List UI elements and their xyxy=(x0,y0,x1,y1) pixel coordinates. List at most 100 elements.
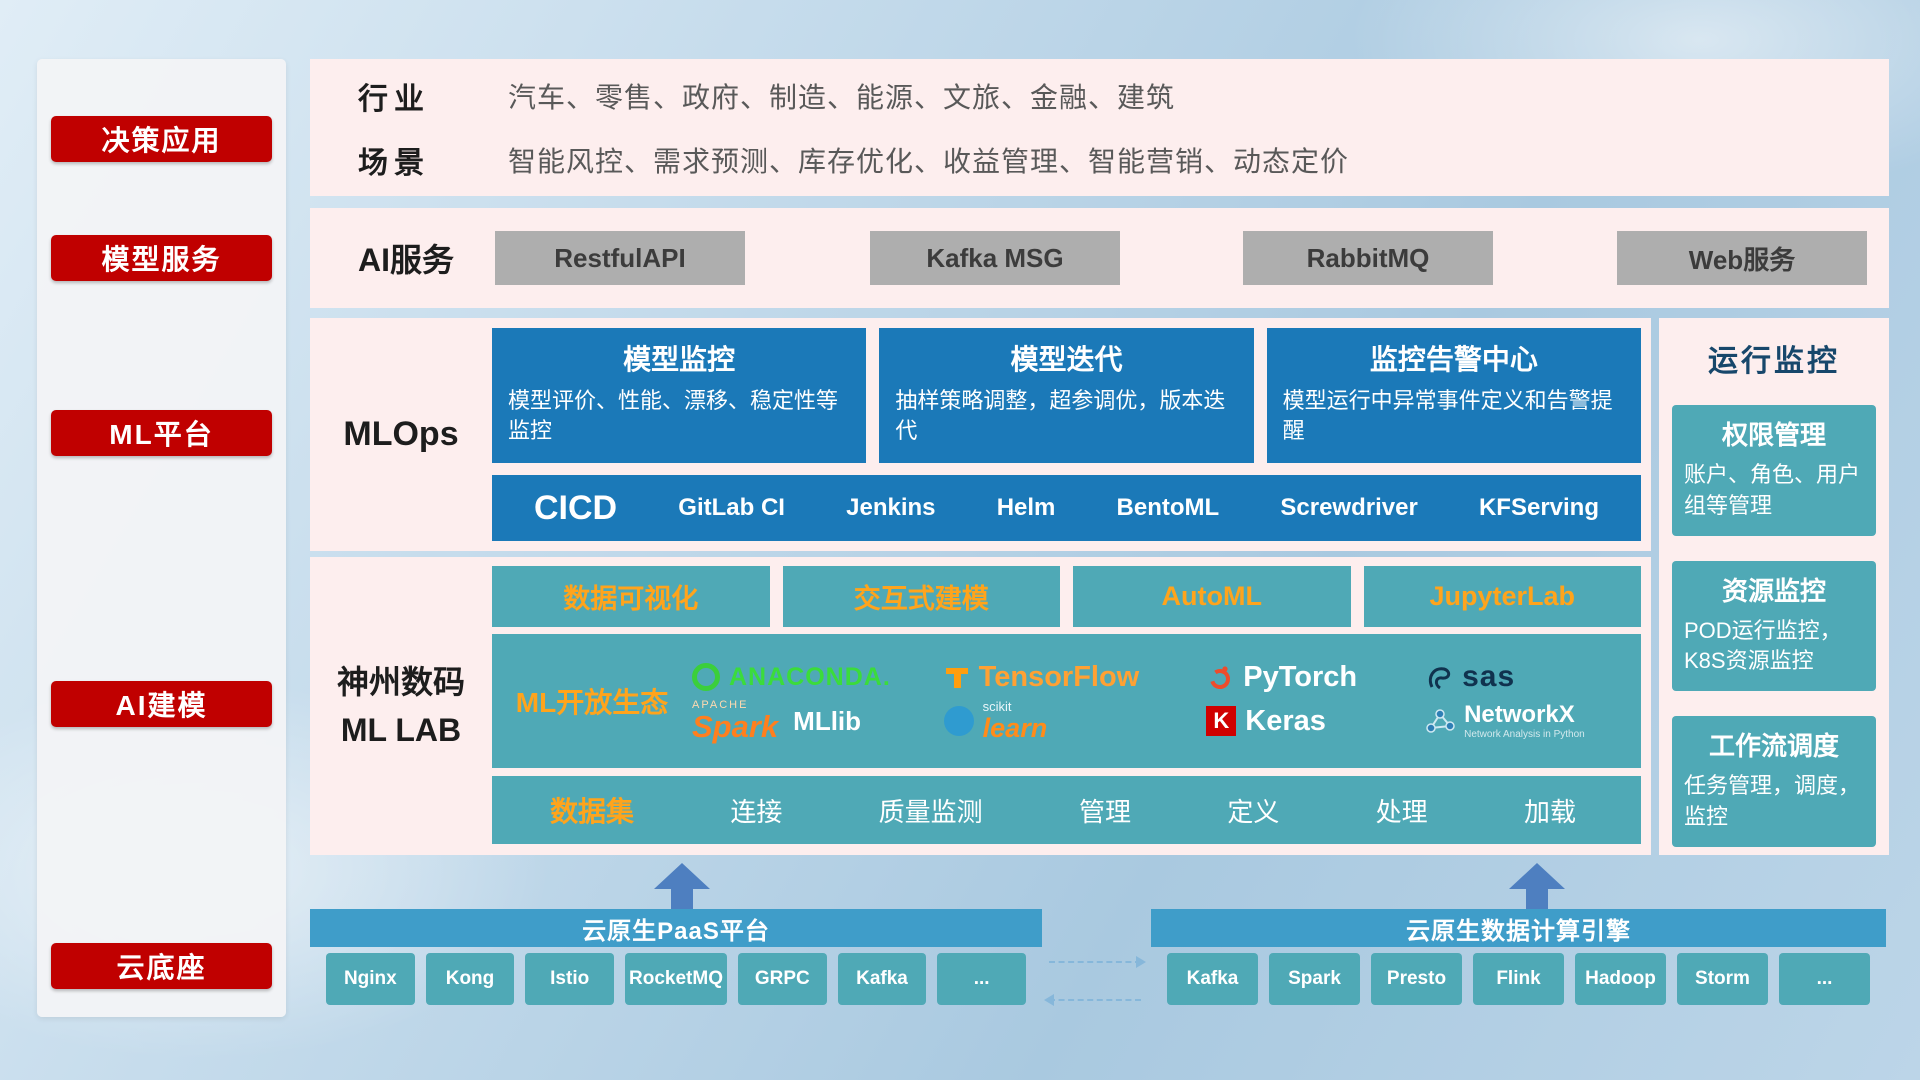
pytorch-icon xyxy=(1210,666,1231,689)
component-kafka: Kafka xyxy=(837,953,927,1005)
mllib-wordmark: MLlib xyxy=(793,705,862,736)
component-spark: Spark xyxy=(1269,953,1360,1005)
pytorch-wordmark: PyTorch xyxy=(1243,660,1358,693)
mllab-tools-row: 数据可视化 交互式建模 AutoML JupyterLab xyxy=(492,566,1641,627)
tensorflow-icon xyxy=(945,668,968,688)
paas-platform-bar: 云原生PaaS平台 xyxy=(310,909,1042,947)
tool-bentoml: BentoML xyxy=(1116,494,1220,521)
scenario-label: 场景 xyxy=(358,146,430,180)
dashed-arrow-right-icon xyxy=(1049,956,1146,968)
networkx-label: NetworkX xyxy=(1464,701,1575,729)
card-title: 模型监控 xyxy=(623,344,736,375)
runtime-monitor-panel: 运行监控 权限管理 账户、角色、用户组等管理 资源监控 POD运行监控，K8S资… xyxy=(1659,318,1889,855)
dataset-item-manage: 管理 xyxy=(1078,796,1131,827)
tool-jupyterlab: JupyterLab xyxy=(1363,566,1641,627)
card-workflow-scheduling: 工作流调度 任务管理，调度，监控 xyxy=(1672,716,1876,847)
card-title: 资源监控 xyxy=(1721,575,1826,606)
tool-data-visualization: 数据可视化 xyxy=(492,566,770,627)
tool-interactive-modeling: 交互式建模 xyxy=(782,566,1060,627)
sidebar-item-model-service: 模型服务 xyxy=(51,235,272,281)
industry-row: 行业 汽车、零售、政府、制造、能源、文旅、金融、建筑 xyxy=(358,74,1889,118)
keras-icon: K xyxy=(1206,706,1237,736)
component-grpc: GRPC xyxy=(737,953,827,1005)
dataset-item-load: 加载 xyxy=(1523,796,1576,827)
component-nginx: Nginx xyxy=(326,953,415,1005)
tool-kfserving: KFServing xyxy=(1478,494,1599,521)
service-web: Web服务 xyxy=(1617,231,1867,285)
up-arrow-icon xyxy=(1509,863,1565,909)
card-resource-monitoring: 资源监控 POD运行监控，K8S资源监控 xyxy=(1672,560,1876,692)
mlops-panel: MLOps 模型监控 模型评价、性能、漂移、稳定性等监控 模型迭代 抽样策略调整… xyxy=(310,318,1651,551)
card-desc: POD运行监控，K8S资源监控 xyxy=(1684,617,1842,674)
dataset-label: 数据集 xyxy=(550,796,635,827)
component-rocketmq: RocketMQ xyxy=(625,953,727,1005)
sas-wordmark: sas xyxy=(1462,660,1516,693)
industry-panel: 行业 汽车、零售、政府、制造、能源、文旅、金融、建筑 场景 智能风控、需求预测、… xyxy=(310,59,1889,196)
dataset-item-process: 处理 xyxy=(1375,796,1428,827)
cicd-label: CICD xyxy=(534,488,618,527)
scikit-learn-icon xyxy=(943,705,974,736)
keras-wordmark: Keras xyxy=(1245,704,1326,737)
up-arrow-icon xyxy=(654,863,710,909)
component-kafka: Kafka xyxy=(1167,953,1258,1005)
component-more: ... xyxy=(937,953,1026,1005)
logo-networkx: NetworkX Network Analysis in Python xyxy=(1425,701,1633,740)
component-flink: Flink xyxy=(1473,953,1564,1005)
anaconda-wordmark: ANACONDA. xyxy=(729,662,891,691)
card-desc: 任务管理，调度，监控 xyxy=(1684,773,1861,829)
scikit-learn-wordmark: scikit learn xyxy=(983,700,1048,742)
mlops-cards: 模型监控 模型评价、性能、漂移、稳定性等监控 模型迭代 抽样策略调整，超参调优，… xyxy=(492,328,1641,463)
industry-label: 行业 xyxy=(358,82,430,116)
networkx-icon xyxy=(1426,709,1455,733)
card-title: 工作流调度 xyxy=(1708,731,1839,762)
component-hadoop: Hadoop xyxy=(1575,953,1666,1005)
tool-jenkins: Jenkins xyxy=(846,494,936,521)
component-presto: Presto xyxy=(1371,953,1462,1005)
card-title: 监控告警中心 xyxy=(1369,344,1538,375)
dataset-bar: 数据集 连接 质量监测 管理 定义 处理 加载 xyxy=(492,776,1641,844)
card-title: 权限管理 xyxy=(1721,420,1826,450)
card-desc: 模型运行中异常事件定义和告警提醒 xyxy=(1282,388,1613,443)
dataset-item-define: 定义 xyxy=(1227,796,1280,827)
card-title: 模型迭代 xyxy=(1010,344,1123,375)
card-model-monitoring: 模型监控 模型评价、性能、漂移、稳定性等监控 xyxy=(492,328,867,463)
logo-sas: sas xyxy=(1425,660,1633,694)
ai-service-label: AI服务 xyxy=(358,242,455,278)
service-rabbitmq: RabbitMQ xyxy=(1243,231,1493,285)
ml-ecosystem-label: ML开放生态 xyxy=(515,687,669,718)
tensorflow-wordmark: TensorFlow xyxy=(978,660,1140,693)
tool-automl: AutoML xyxy=(1073,566,1351,627)
component-storm: Storm xyxy=(1677,953,1768,1005)
logo-scikit-learn: scikit learn xyxy=(943,700,1207,742)
networkx-wordmark: NetworkX Network Analysis in Python xyxy=(1464,701,1585,740)
layer-sidebar: 决策应用 模型服务 ML平台 AI建模 云底座 xyxy=(37,59,286,1017)
runtime-monitor-title: 运行监控 xyxy=(1708,345,1840,378)
component-more: ... xyxy=(1779,953,1870,1005)
mllab-label-line2: ML LAB xyxy=(340,712,462,748)
tool-screwdriver: Screwdriver xyxy=(1280,494,1418,521)
tool-helm: Helm xyxy=(996,494,1056,521)
data-engine-bar: 云原生数据计算引擎 xyxy=(1151,909,1886,947)
mllab-label: 神州数码 ML LAB xyxy=(310,557,492,855)
sidebar-item-ml-platform: ML平台 xyxy=(51,410,272,456)
spark-label: Spark xyxy=(692,709,779,744)
logo-keras: K Keras xyxy=(1206,705,1425,738)
service-kafka-msg: Kafka MSG xyxy=(870,231,1120,285)
mlops-label: MLOps xyxy=(343,415,459,453)
ml-ecosystem-box: ML开放生态 ANACONDA. TensorFlow PyTorch sas xyxy=(492,634,1641,768)
scikit-label: scikit xyxy=(982,699,1012,714)
dataset-item-connect: 连接 xyxy=(730,796,783,827)
engine-components-row: Kafka Spark Presto Flink Hadoop Storm ..… xyxy=(1151,953,1886,1005)
logo-pytorch: PyTorch xyxy=(1206,661,1425,694)
card-permission-management: 权限管理 账户、角色、用户组等管理 xyxy=(1672,405,1876,536)
tool-gitlab-ci: GitLab CI xyxy=(678,494,785,521)
logo-spark-mllib: APACHE Spark MLlib xyxy=(692,699,944,744)
card-desc: 模型评价、性能、漂移、稳定性等监控 xyxy=(508,388,839,443)
apache-label: APACHE xyxy=(692,699,749,711)
card-alert-center: 监控告警中心 模型运行中异常事件定义和告警提醒 xyxy=(1266,328,1641,463)
paas-components-row: Nginx Kong Istio RocketMQ GRPC Kafka ... xyxy=(310,953,1042,1005)
card-desc: 账户、角色、用户组等管理 xyxy=(1684,462,1861,518)
service-restfulapi: RestfulAPI xyxy=(495,231,745,285)
anaconda-icon xyxy=(692,663,720,691)
